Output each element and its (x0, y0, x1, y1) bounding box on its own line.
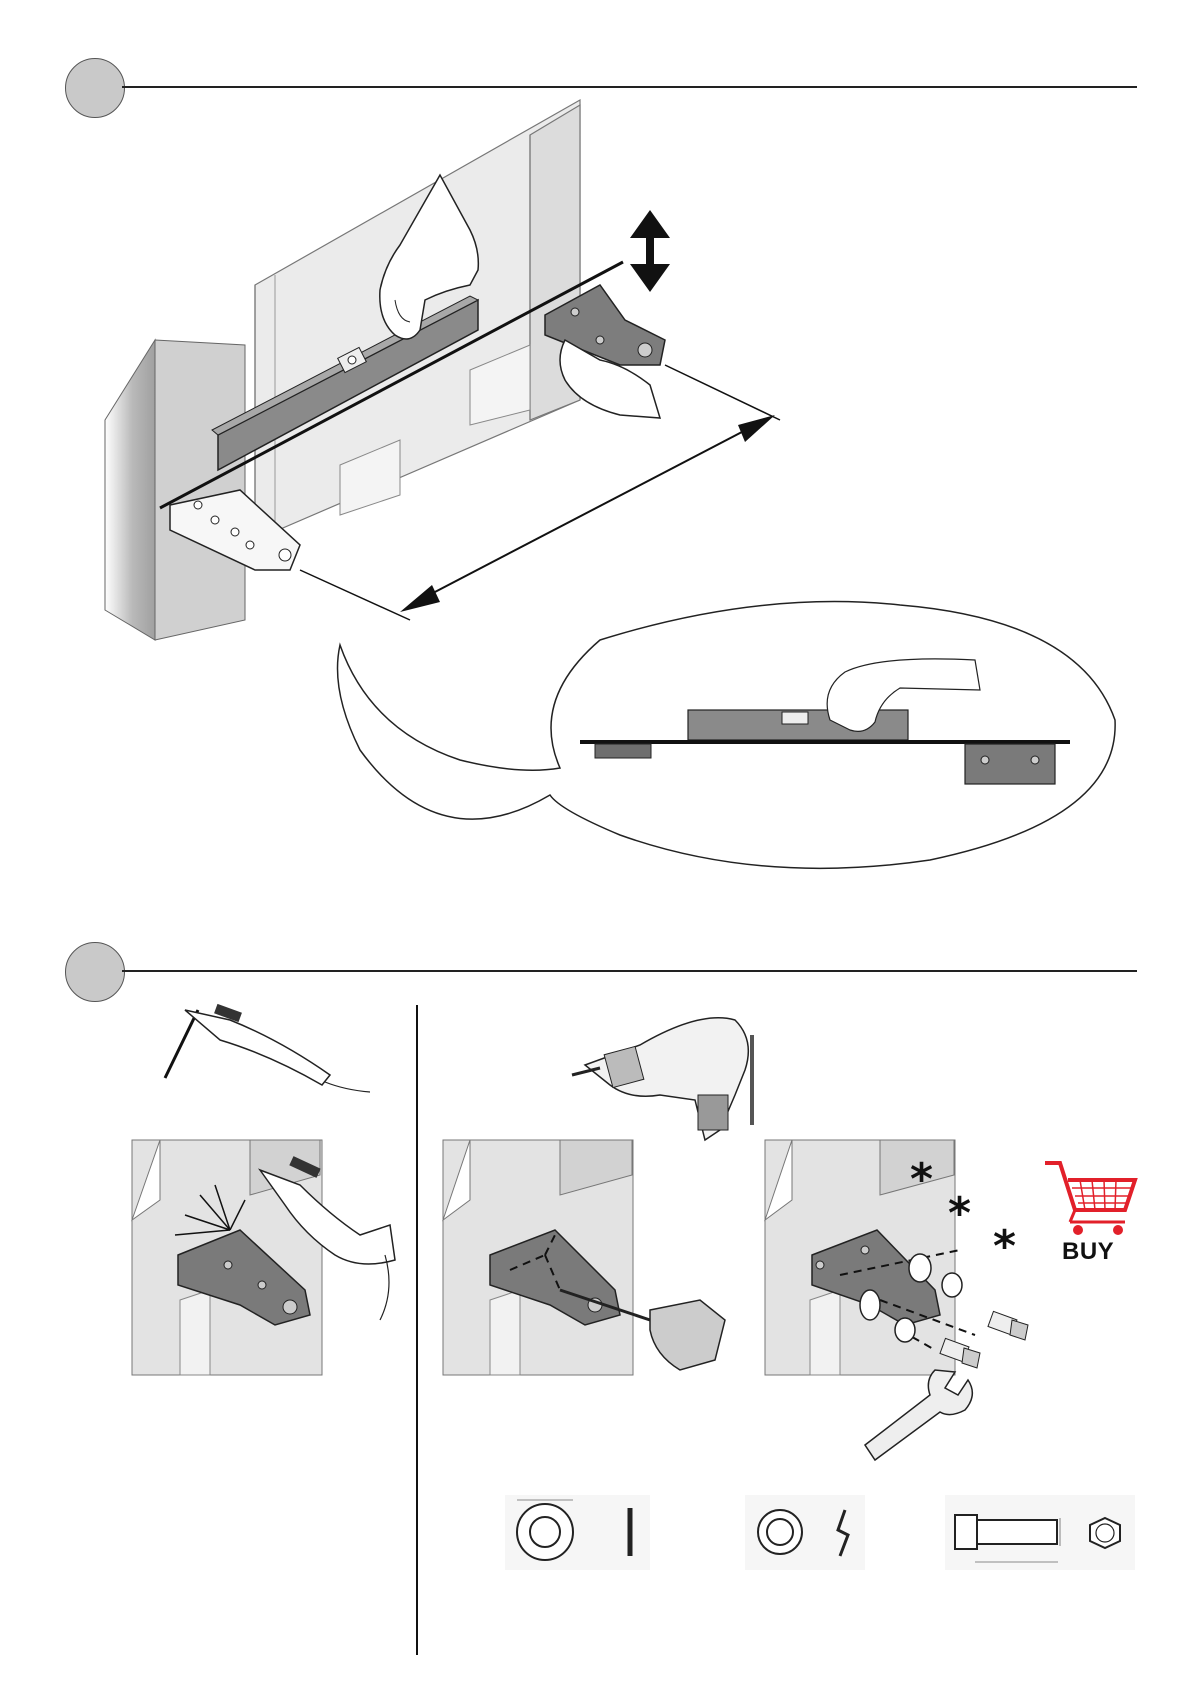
welding-scene (132, 1140, 395, 1375)
welding-torch-icon (165, 1004, 370, 1092)
power-drill-icon (572, 1018, 752, 1140)
asterisk-marker-bolt: * (993, 1225, 1016, 1269)
washer-spec-drawing (505, 1495, 650, 1570)
bolting-scene (765, 1140, 1028, 1460)
asterisk-marker-washer: * (910, 1158, 933, 1202)
washer (909, 1254, 931, 1282)
asterisk-marker-lock-washer: * (948, 1192, 971, 1236)
washer (860, 1290, 880, 1320)
lock-washer (942, 1273, 962, 1297)
drilling-scene (443, 1140, 725, 1375)
shopping-cart-icon[interactable] (1045, 1163, 1135, 1235)
lock-washer (895, 1318, 915, 1342)
bolt-spec-drawing (945, 1495, 1135, 1570)
lock-washer-spec-drawing (745, 1495, 865, 1570)
buy-button[interactable]: BUY (1062, 1238, 1114, 1266)
wrench-icon (865, 1370, 972, 1460)
bolt-icon (988, 1311, 1028, 1340)
